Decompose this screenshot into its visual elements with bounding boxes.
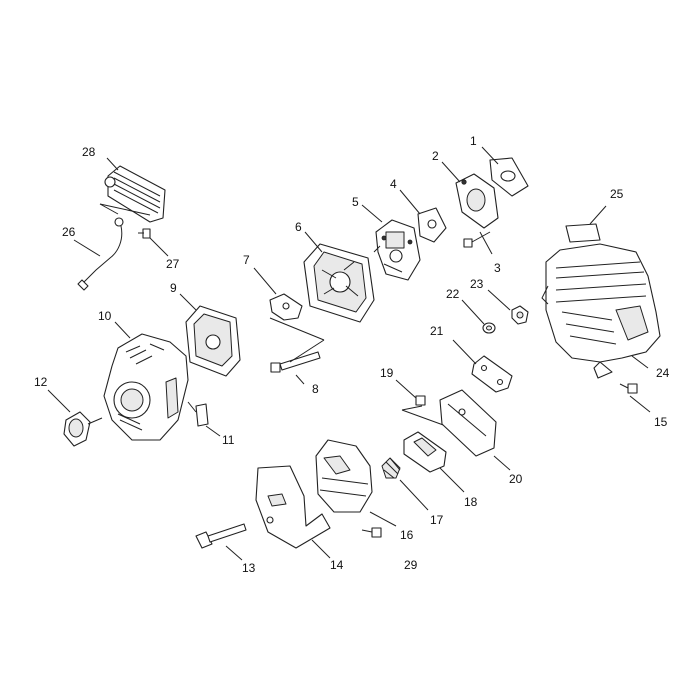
part-label-21: 21: [430, 324, 444, 338]
part-label-24: 24: [656, 366, 670, 380]
part-label-2: 2: [432, 149, 439, 163]
screw-part-15: [619, 383, 638, 394]
part-label-23: 23: [470, 277, 484, 291]
part-label-10: 10: [98, 309, 112, 323]
part-label-20: 20: [509, 472, 523, 486]
carburetor-adapter-part: [455, 173, 499, 229]
part-label-14: 14: [330, 558, 344, 572]
spark-plug-wire-part: [77, 217, 124, 291]
air-filter-element-part: [185, 305, 241, 377]
part-label-7: 7: [243, 253, 250, 267]
engine-cover-part: [541, 243, 661, 379]
screen-plate-part-18: [403, 431, 447, 473]
washer-part-22: [482, 322, 496, 334]
part-label-8: 8: [312, 382, 319, 396]
part-label-16: 16: [400, 528, 414, 542]
carburetor-part: [373, 219, 421, 281]
part-label-6: 6: [295, 220, 302, 234]
knob-part-12: [63, 411, 103, 447]
part-label-27: 27: [166, 257, 180, 271]
gasket-part-1: [489, 157, 529, 197]
gasket-part-4: [417, 207, 447, 243]
part-label-17: 17: [430, 513, 444, 527]
part-label-19: 19: [380, 366, 394, 380]
part-label-29: 29: [404, 558, 418, 572]
long-bolt-part-13: [195, 523, 247, 549]
label-part-11: [195, 403, 209, 427]
part-label-5: 5: [352, 195, 359, 209]
part-label-1: 1: [470, 134, 477, 148]
part-label-3: 3: [494, 261, 501, 275]
part-label-9: 9: [170, 281, 177, 295]
heat-shield-part: [255, 465, 331, 549]
muffler-cover-plate-part: [439, 389, 497, 457]
screw-part-27: [138, 228, 151, 239]
part-label-13: 13: [242, 561, 256, 575]
label-part-25: [565, 223, 601, 243]
part-label-15: 15: [654, 415, 668, 429]
plate-part-21: [471, 355, 513, 393]
long-screw-part-8: [269, 317, 325, 373]
spark-arrester-part: [381, 457, 401, 479]
muffler-part: [315, 439, 373, 513]
part-label-25: 25: [610, 187, 624, 201]
part-label-18: 18: [464, 495, 478, 509]
gasket-plate-part-7: [269, 293, 303, 321]
nut-part-23: [511, 305, 529, 325]
bolt-part-3: [463, 231, 491, 248]
part-label-12: 12: [34, 375, 48, 389]
ignition-module-part: [99, 165, 166, 223]
air-filter-cover-part: [103, 333, 189, 441]
screw-part-19: [401, 395, 447, 427]
part-label-26: 26: [62, 225, 76, 239]
leader-lines: [47, 146, 651, 561]
air-filter-base-part: [303, 243, 375, 323]
bolt-part-29: [361, 527, 382, 538]
part-label-4: 4: [390, 177, 397, 191]
part-label-28: 28: [82, 145, 96, 159]
part-label-22: 22: [446, 287, 460, 301]
part-number-labels: 1 2 3 4 5 6 7 8 9 10 11 12 13 14 15 16 1…: [34, 134, 670, 575]
part-label-11: 11: [222, 433, 235, 447]
